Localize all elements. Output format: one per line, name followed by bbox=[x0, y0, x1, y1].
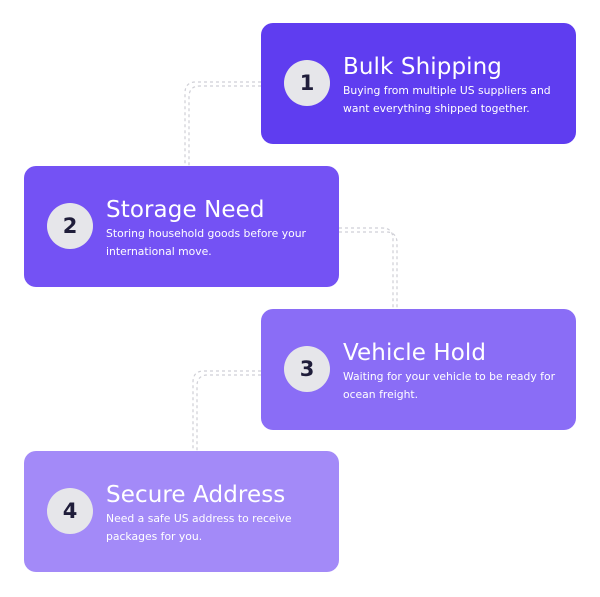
step-description: Waiting for your vehicle to be ready for… bbox=[343, 370, 556, 401]
step-description: Storing household goods before your inte… bbox=[106, 227, 306, 258]
connector-3-4 bbox=[192, 370, 261, 451]
step-card-secure-address: 4 Secure Address Need a safe US address … bbox=[24, 451, 339, 572]
connector-1-2 bbox=[188, 85, 261, 166]
step-description: Buying from multiple US suppliers and wa… bbox=[343, 84, 551, 115]
step-title: Secure Address bbox=[106, 482, 286, 508]
step-title: Bulk Shipping bbox=[343, 54, 503, 80]
step-number-badge: 4 bbox=[47, 488, 93, 534]
step-title: Storage Need bbox=[106, 197, 265, 223]
connector-3-4-outer bbox=[196, 374, 261, 451]
step-title: Vehicle Hold bbox=[343, 340, 487, 366]
connector-1-2-outer bbox=[184, 81, 261, 166]
connector-2-3-outer bbox=[339, 231, 398, 309]
step-number-badge: 3 bbox=[284, 346, 330, 392]
step-card-vehicle-hold: 3 Vehicle Hold Waiting for your vehicle … bbox=[261, 309, 576, 430]
step-number-badge: 1 bbox=[284, 60, 330, 106]
connector-2-3 bbox=[339, 227, 394, 309]
step-number-badge: 2 bbox=[47, 203, 93, 249]
step-card-bulk-shipping: 1 Bulk Shipping Buying from multiple US … bbox=[261, 23, 576, 144]
step-card-storage-need: 2 Storage Need Storing household goods b… bbox=[24, 166, 339, 287]
step-description: Need a safe US address to receive packag… bbox=[106, 512, 292, 543]
